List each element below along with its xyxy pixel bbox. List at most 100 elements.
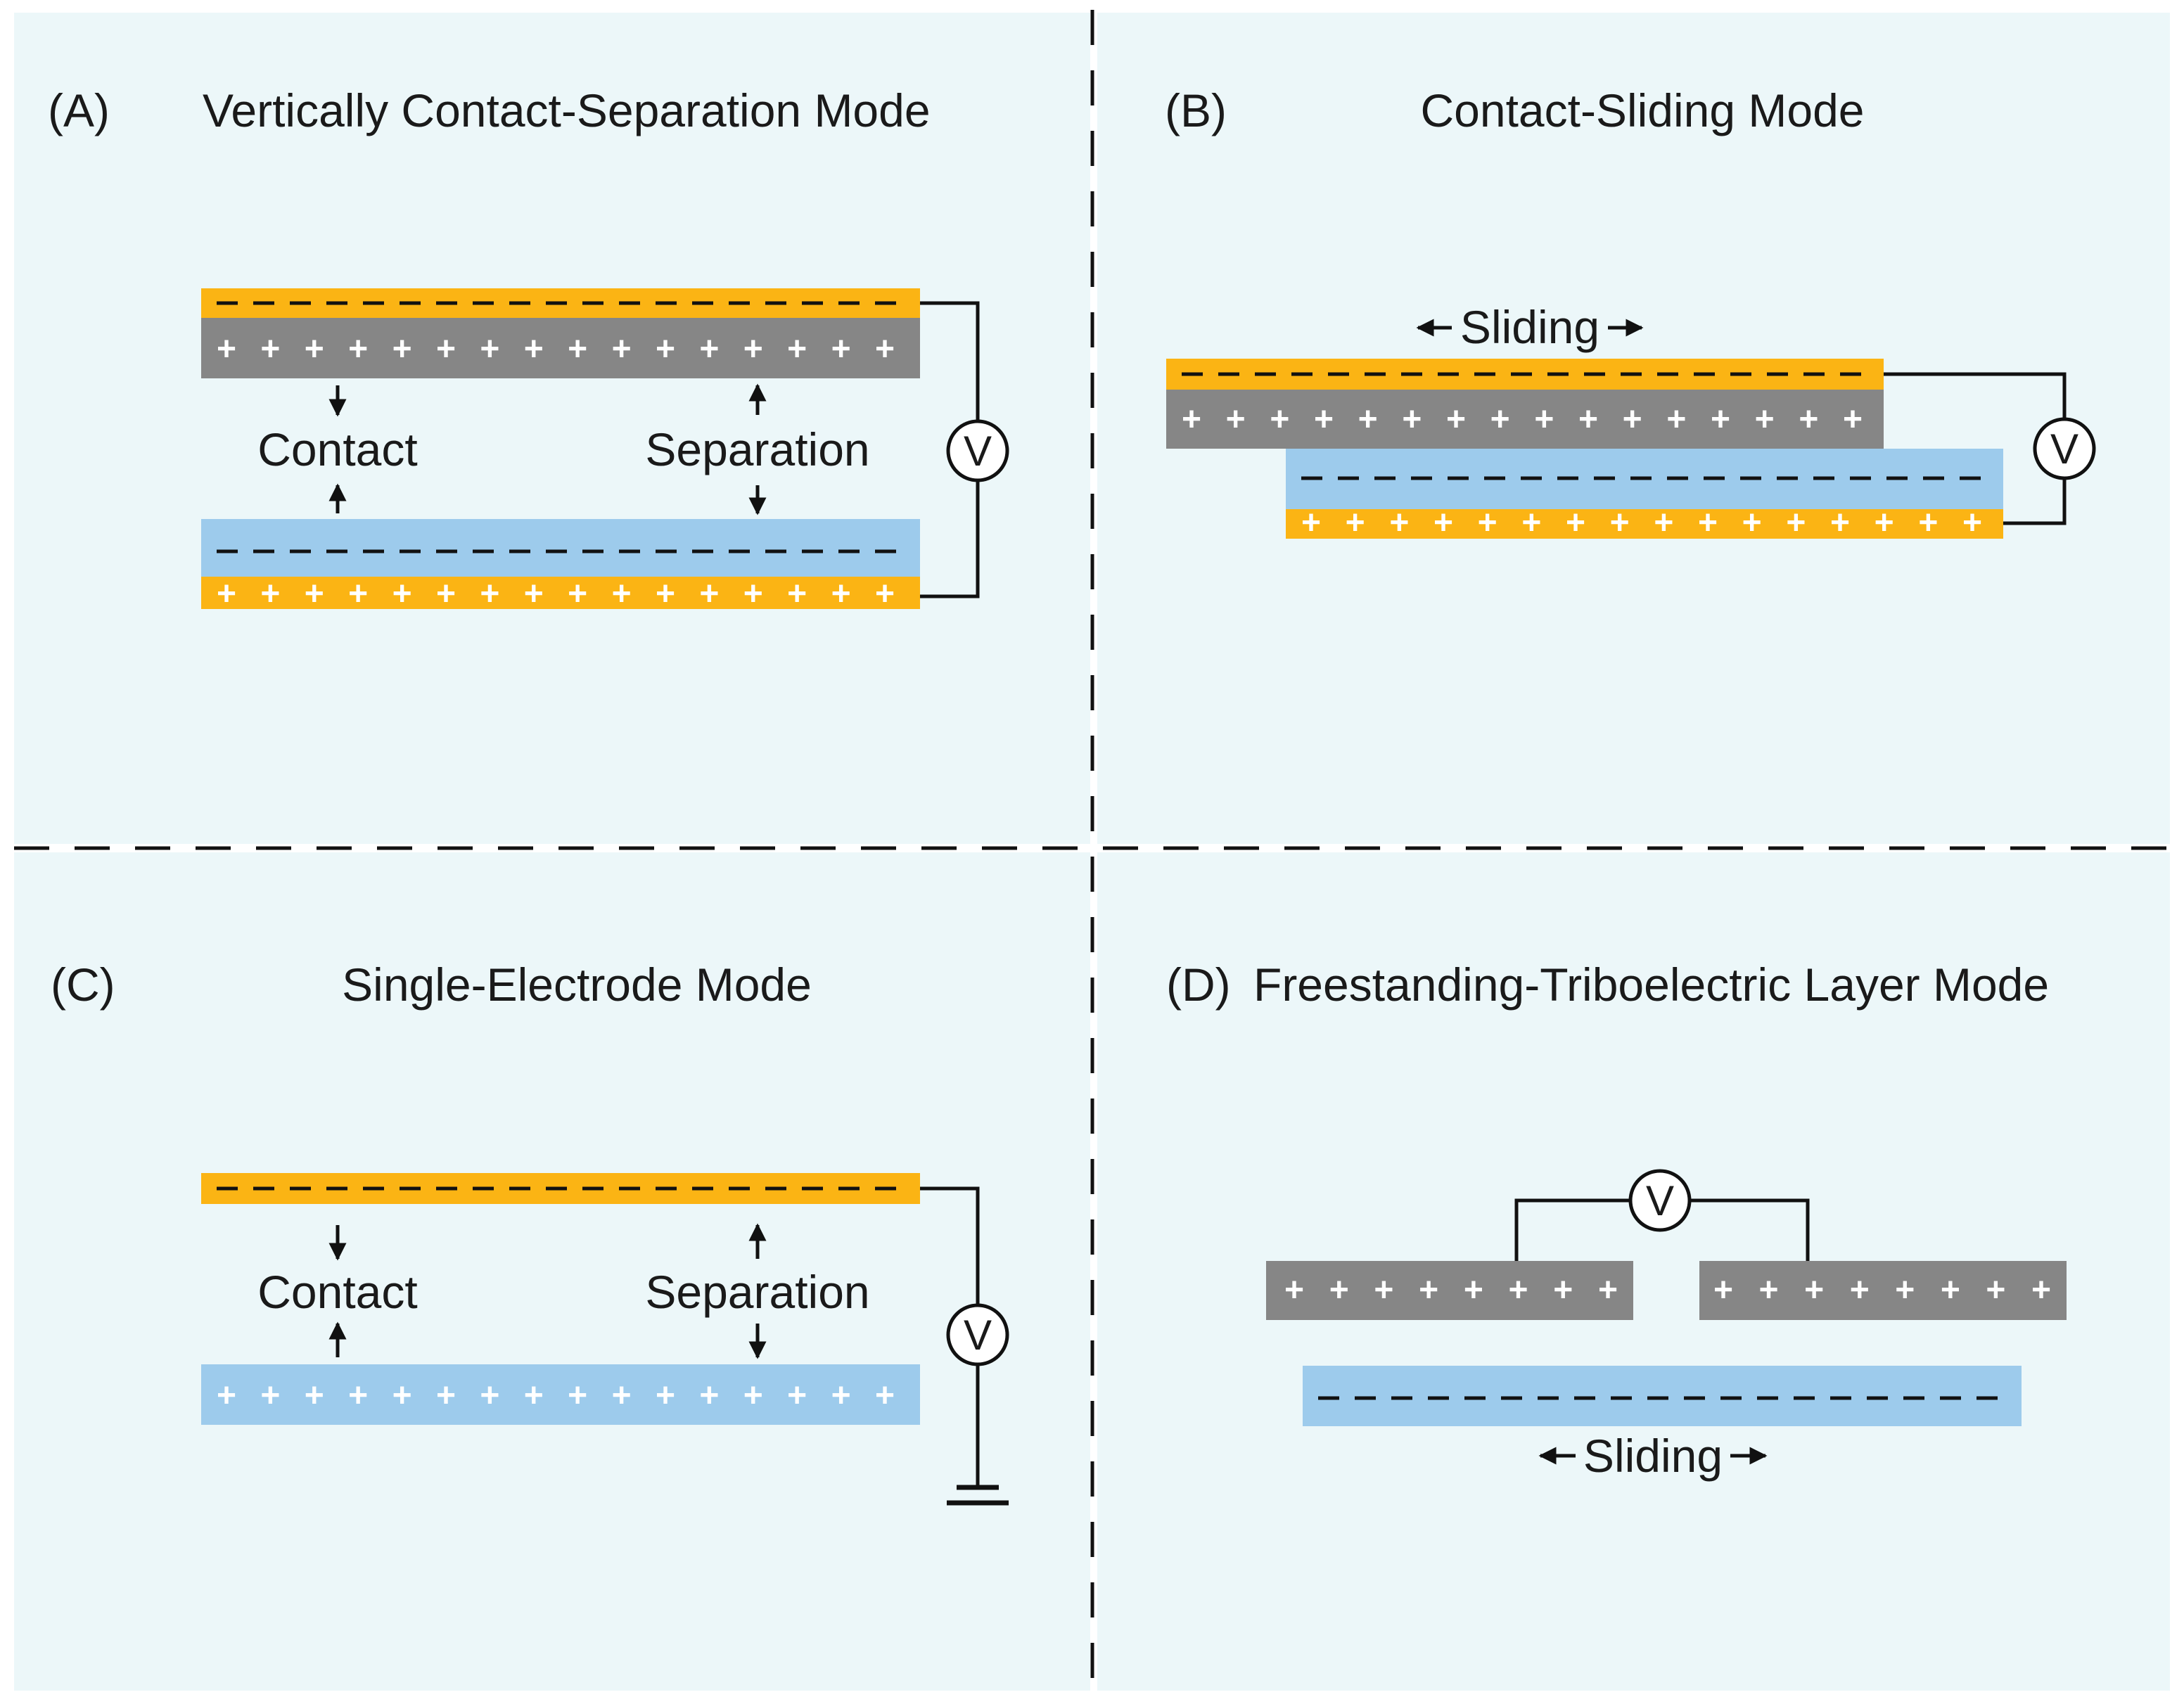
panel-a-bottom-positive-charge-sign: + [699,575,719,613]
panel-d-left-positive-charge-sign: + [1464,1271,1483,1309]
panel-a-bottom-blue-layer [201,519,920,577]
panel-b-bottom-positive-charge-sign: + [1521,504,1541,542]
panel-a-top-positive-charge-sign: + [480,331,499,368]
panel-d-freestanding-blue-layer [1303,1366,2022,1426]
panel-d-right-positive-charge-sign: + [1986,1271,2005,1309]
panel-b-top-positive-charge-sign: + [1226,401,1246,438]
panel-a-bottom-positive-charge-sign: + [305,575,324,613]
panel-c-voltmeter-label: V [964,1312,992,1359]
panel-c-bottom-positive-charge-sign: + [699,1377,719,1414]
panel-d-left-positive-charge-sign: + [1509,1271,1528,1309]
panel-c-bottom-positive-charge-sign: + [831,1377,851,1414]
panel-c-bottom-positive-charge-sign: + [348,1377,368,1414]
panel-b: (B) Contact-Sliding Mode Sliding +++++++… [1165,84,2096,542]
panel-c-bottom-positive-charge-sign: + [305,1377,324,1414]
panel-c-bottom-positive-charge-sign: + [436,1377,456,1414]
panel-c-bottom-positive-charge-sign: + [612,1377,632,1414]
panel-a-voltmeter-label: V [964,428,992,475]
panel-a-bottom-positive-charge-sign: + [480,575,499,613]
panel-b-bottom-positive-charge-sign: + [1654,504,1673,542]
panel-d-voltmeter-icon [1628,1169,1692,1232]
panel-d: (D) Freestanding-Triboelectric Layer Mod… [1166,959,2067,1482]
panel-c-bottom-positive-charge-sign: + [217,1377,236,1414]
panel-d-right-positive-charge-sign: + [1804,1271,1824,1309]
panel-b-voltmeter-label: V [2050,425,2078,473]
panel-a-bottom-positive-charge-sign: + [656,575,675,613]
panel-d-left-positive-charges: ++++++++ [1284,1271,1618,1309]
panel-c-bottom-positive-charge-sign: + [480,1377,499,1414]
panel-b-top-positive-charge-sign: + [1490,401,1510,438]
panel-a-bottom-positive-charge-sign: + [436,575,456,613]
panel-b-bottom-positive-charge-sign: + [1698,504,1718,542]
panel-d-letter: (D) [1166,959,1231,1011]
panel-c: (C) Single-Electrode Mode ++++++++++++++… [51,959,1009,1506]
panel-a-top-positive-charge-sign: + [699,331,719,368]
panel-a-top-positive-charge-sign: + [524,331,544,368]
panel-a-bottom-positive-charge-sign: + [787,575,807,613]
panel-c-bottom-positive-charge-sign: + [260,1377,280,1414]
panel-c-bottom-positive-charge-sign: + [656,1377,675,1414]
panel-c-bottom-positive-charge-sign: + [743,1377,763,1414]
panel-d-left-positive-charge-sign: + [1329,1271,1349,1309]
panel-b-top-gray-layer [1166,390,1884,449]
panel-c-bottom-positive-charges: ++++++++++++++++ [217,1377,895,1414]
panel-a-top-positive-charge-sign: + [875,331,895,368]
panel-c-contact-label: Contact [257,1266,417,1318]
panel-c-voltmeter-icon [946,1303,1009,1366]
panel-b-top-positive-charge-sign: + [1314,401,1334,438]
panel-c-letter: (C) [51,959,115,1011]
panel-c-bottom-positive-charge-sign: + [524,1377,544,1414]
panel-d-left-positive-charge-sign: + [1553,1271,1573,1309]
panel-a-bottom-positive-charge-sign: + [568,575,587,613]
panel-b-bottom-positive-charge-sign: + [1962,504,1982,542]
panel-d-right-positive-charge-sign: + [1941,1271,1960,1309]
panel-a-top-positive-charge-sign: + [348,331,368,368]
panel-b-top-positive-charge-sign: + [1358,401,1378,438]
panel-c-bottom-positive-charge-sign: + [392,1377,412,1414]
panel-a-bottom-orange-layer [201,577,920,609]
panel-a-title: Vertically Contact-Separation Mode [203,84,931,136]
panel-b-top-positive-charge-sign: + [1578,401,1598,438]
panel-b-bottom-positive-charge-sign: + [1346,504,1365,542]
panel-a-bottom-positive-charge-sign: + [743,575,763,613]
panel-a-top-positive-charge-sign: + [217,331,236,368]
panel-b-bottom-positive-charge-sign: + [1389,504,1409,542]
panel-d-wire-right [1690,1198,1810,1261]
panel-d-left-electrode [1266,1261,1633,1320]
panel-c-bottom-blue-layer [201,1364,920,1425]
panel-b-wire [1884,372,2067,419]
panel-a-bottom-positive-charge-sign: + [260,575,280,613]
panel-a-top-positive-charge-sign: + [305,331,324,368]
panel-d-right-electrode [1699,1261,2067,1320]
panel-a-top-positive-charge-sign: + [568,331,587,368]
panel-a-bottom-positive-charge-sign: + [217,575,236,613]
panel-a-voltmeter-icon [946,419,1009,482]
panel-a-contact-label: Contact [257,423,417,475]
panel-b-voltmeter-icon [2033,417,2096,480]
panel-d-right-positive-charge-sign: + [1895,1271,1915,1309]
panel-d-voltmeter-label: V [1646,1177,1674,1224]
panel-d-right-positive-charge-sign: + [1713,1271,1733,1309]
panel-b-bottom-positive-charge-sign: + [1918,504,1938,542]
panel-b-top-positive-charge-sign: + [1843,401,1863,438]
panel-b-top-positive-charge-sign: + [1402,401,1422,438]
panel-a-top-positive-charge-sign: + [831,331,851,368]
panel-b-bottom-positive-charge-sign: + [1566,504,1585,542]
panel-a-top-positive-charge-sign: + [260,331,280,368]
panel-c-wire [920,1186,980,1305]
panel-a-wire-lower [920,480,980,598]
panel-b-sliding-label: Sliding [1460,301,1599,353]
panel-b-top-positive-charges: ++++++++++++++++ [1182,401,1863,438]
panel-b-top-positive-charge-sign: + [1446,401,1466,438]
panel-a-bottom-positive-charge-sign: + [875,575,895,613]
panel-d-title: Freestanding-Triboelectric Layer Mode [1253,959,2049,1011]
panel-b-bottom-positive-charge-sign: + [1433,504,1453,542]
panel-d-left-positive-charge-sign: + [1284,1271,1304,1309]
panel-b-wire-lower [2003,478,2067,525]
panel-d-left-positive-charge-sign: + [1419,1271,1438,1309]
panel-b-letter: (B) [1165,84,1227,136]
panel-c-background [14,852,1090,1691]
panel-b-bottom-positive-charges: ++++++++++++++++ [1301,504,1982,542]
panel-a-separation-label: Separation [645,423,869,475]
